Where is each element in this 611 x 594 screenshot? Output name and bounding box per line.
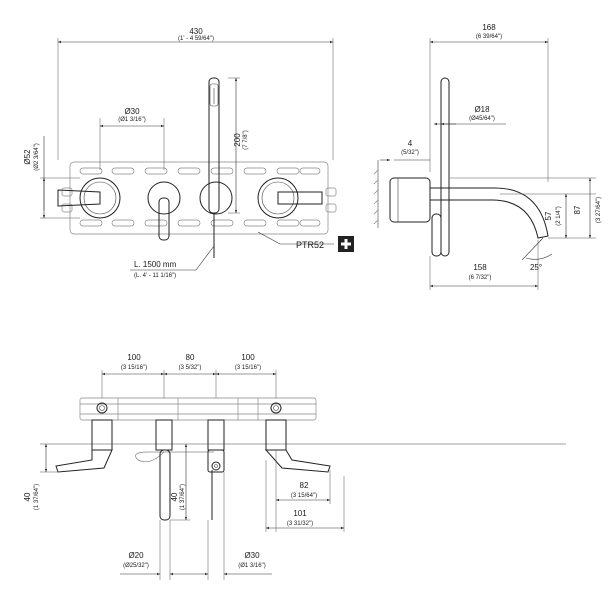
- handle-diam-imperial: (Ø1 3/16"): [118, 117, 145, 123]
- top-lever-dim2: 101: [293, 509, 307, 518]
- center-left-escutcheon: [147, 181, 181, 215]
- top-left-body: [91, 419, 113, 451]
- shower-dim-imperial: (7 7/8"): [243, 130, 249, 149]
- top-spacing-3: 100: [241, 353, 255, 362]
- spout: [158, 197, 170, 241]
- right-escutcheon: [257, 177, 299, 219]
- top-diam-large-imperial: (Ø1 3/16"): [238, 563, 265, 569]
- right-lever: [277, 191, 323, 205]
- left-lever: [57, 189, 101, 207]
- top-left-lever: [55, 449, 113, 473]
- top-view: 100 (3 15/16") 80 (3 5/32") 100 (3 15/16…: [23, 353, 566, 580]
- side-shower-diam-imperial: (Ø45/64"): [469, 116, 495, 122]
- side-angle: 25°: [530, 263, 542, 272]
- center-right-escutcheon: [199, 181, 233, 215]
- top-center-right-body: [207, 419, 225, 451]
- hose-length-imperial: (L. 4' - 11 1/16"): [134, 273, 176, 279]
- top-spacing-1: 100: [127, 353, 141, 362]
- top-right-lever: [264, 449, 331, 473]
- left-escutcheon: [79, 177, 121, 219]
- height-dim-imperial: (Ø2 3/64"): [34, 143, 40, 170]
- top-right-body: [265, 419, 287, 451]
- handle-diam: Ø30: [124, 107, 140, 116]
- top-mid-height-imperial: (1 37/64"): [180, 484, 186, 510]
- side-spout-h2-imperial: (3 27/64"): [596, 197, 602, 223]
- top-spacing-1-imperial: (3 15/16"): [121, 365, 147, 371]
- top-spacing-2-imperial: (3 5/32"): [179, 365, 202, 371]
- side-escutcheon: [389, 177, 431, 223]
- hose-length: L. 1500 mm: [134, 260, 177, 269]
- side-shower-diam: Ø18: [474, 105, 490, 114]
- side-spout-dim-imperial: (6 7/32"): [469, 275, 492, 281]
- top-center-left-body: [155, 419, 173, 451]
- ptr-label: PTR52: [296, 240, 324, 250]
- top-diam-small-imperial: (Ø25/32"): [123, 563, 149, 569]
- side-spout-h1-imperial: (2 1/4"): [556, 206, 562, 225]
- top-lever-dim: 82: [300, 481, 309, 490]
- side-depth-dim-imperial: (6 39/64"): [476, 34, 502, 40]
- width-dim-imperial: (1' - 4 59/64"): [178, 36, 214, 42]
- shower-dim: 200: [233, 133, 242, 147]
- side-depth-dim: 168: [482, 23, 496, 32]
- side-hand-shower: [440, 77, 450, 257]
- width-dim: 430: [189, 27, 203, 36]
- front-view: 430 (1' - 4 59/64") Ø30 (Ø1 3/16") Ø52 (…: [23, 27, 354, 279]
- top-lever-dim-imperial: (3 15/64"): [291, 493, 317, 499]
- top-spacing-2: 80: [186, 353, 195, 362]
- top-spout: [159, 449, 171, 521]
- top-diam-small: Ø20: [128, 551, 144, 560]
- side-spout-dim: 158: [473, 263, 487, 272]
- side-view: 168 (6 39/64") Ø18 (Ø45/64") 4 (5/32") 1…: [373, 23, 602, 290]
- side-spout-h2: 87: [573, 205, 582, 214]
- side-plate-dim-imperial: (5/32"): [401, 150, 419, 156]
- mounting-plate: [61, 161, 337, 235]
- side-spout: [429, 187, 549, 239]
- top-left-height-imperial: (1 37/64"): [34, 484, 40, 510]
- plus-icon: [338, 236, 354, 252]
- top-lever-dim2-imperial: (3 31/32"): [287, 521, 313, 527]
- top-spacing-3-imperial: (3 15/16"): [235, 365, 261, 371]
- top-diam-large: Ø30: [244, 551, 260, 560]
- top-left-height: 40: [23, 492, 32, 501]
- side-spout-h1: 57: [544, 211, 553, 220]
- top-hose-loop: [135, 451, 214, 463]
- top-mid-height: 40: [170, 492, 179, 501]
- side-plate-dim: 4: [408, 139, 413, 148]
- height-dim: Ø52: [23, 149, 32, 165]
